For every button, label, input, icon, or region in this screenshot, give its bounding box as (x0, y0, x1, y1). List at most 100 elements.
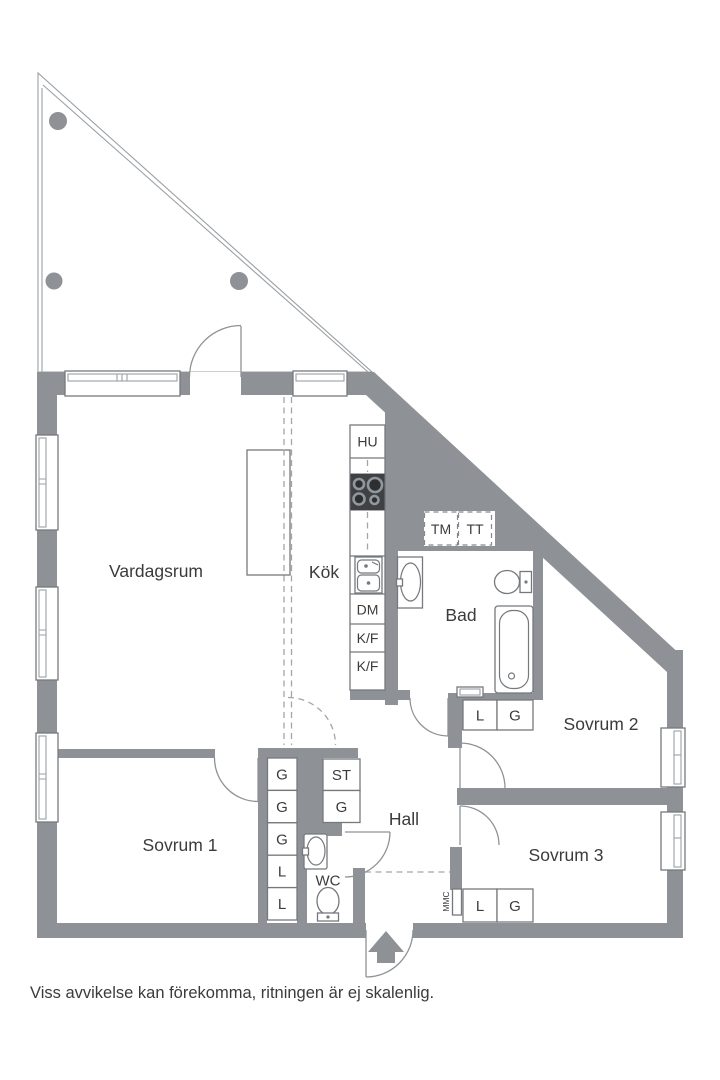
closet-label: L (278, 864, 286, 881)
closet-cell (496, 888, 534, 923)
closet-label: G (276, 766, 288, 783)
fridge-freezer-label: K/F (357, 658, 379, 674)
pillar-icon (49, 112, 67, 130)
closet-cell (496, 699, 534, 731)
entry-door (365, 929, 414, 978)
closet-cell (266, 757, 298, 792)
kitchen-sink-icon (354, 556, 383, 594)
closet-label: G (276, 831, 288, 848)
terrace-border-inner-hypotenuse (42, 84, 369, 373)
pillar-icon (230, 272, 248, 290)
wall-sovrum1-north (57, 749, 215, 758)
room-label-bad: Bad (445, 605, 476, 625)
window (660, 811, 686, 871)
entry-door-opening (366, 923, 413, 938)
washer-label: TM (431, 521, 451, 537)
sovrum1-door-opening (215, 749, 258, 758)
wall-right (667, 650, 683, 938)
window (292, 370, 348, 397)
room-label-kok: Kök (309, 562, 339, 582)
sovrum1-door (213, 757, 259, 803)
wall-bottom (37, 923, 683, 938)
washer-icon (423, 511, 459, 546)
hall-st-closet: ST G (322, 758, 361, 824)
wall-wc-east (353, 868, 365, 923)
wc-fixtures (301, 833, 340, 922)
mmc-label: MMC (441, 891, 451, 911)
closet-cell (322, 789, 361, 824)
wall-diagonal (352, 372, 683, 672)
kitchen-counter (349, 424, 386, 691)
closet-label: G (509, 898, 521, 915)
dryer-icon (457, 511, 493, 546)
room-label-wc: WC (316, 872, 341, 889)
disclaimer-text: Viss avvikelse kan förekomma, ritningen … (30, 984, 435, 1002)
room-label-hall: Hall (389, 809, 419, 829)
window (35, 434, 59, 531)
oven-label: HU (357, 433, 377, 449)
window (660, 727, 686, 788)
interior-walls (57, 551, 669, 923)
wall-closet-sovrum2-west (458, 695, 463, 730)
bathroom-step (456, 686, 484, 698)
sovrum2-closet: L G (462, 699, 534, 731)
room-labels: Vardagsrum Kök Bad Hall Sovrum 1 Sovrum … (109, 561, 638, 889)
closet-label: L (476, 707, 484, 724)
terrace-door (188, 324, 242, 378)
sovrum3-door (459, 805, 500, 846)
closet-label: G (509, 707, 521, 724)
terrace-outline (37, 71, 374, 373)
bathroom-fixtures (395, 556, 534, 698)
wall-corner-mass (366, 395, 540, 551)
closet-label: ST (332, 767, 351, 784)
bathroom-sink-icon (395, 556, 424, 609)
hall-closet-column: G G G L L (266, 757, 298, 921)
wall-bad-south (448, 693, 537, 700)
wc-sink-icon (301, 833, 328, 870)
doors (188, 324, 506, 978)
wall-hall-east-lower (450, 847, 462, 890)
dashed-door-arc (287, 696, 337, 746)
wall-kitchen-bad (385, 551, 398, 705)
closet-cell (462, 699, 498, 731)
dishwasher-label: DM (357, 601, 379, 617)
laundry-niche: TM TT (423, 511, 495, 546)
closet-cell (266, 886, 298, 921)
closet-label: G (336, 799, 348, 816)
bathtub-icon (494, 605, 534, 694)
room-label-vardagsrum: Vardagsrum (109, 561, 203, 581)
wall-shaft (297, 750, 323, 832)
sovrum3-closet: MMC L G (441, 888, 534, 923)
bad-door (409, 697, 449, 737)
mmc-panel (451, 888, 463, 916)
room-label-sovrum2: Sovrum 2 (564, 714, 639, 734)
terrace-border (37, 71, 374, 373)
closet-cell (266, 854, 298, 889)
dryer-label: TT (466, 521, 484, 537)
wall-kitchen-south (350, 690, 410, 700)
wall-sovrum2-sovrum3 (457, 788, 669, 805)
closet-cell (266, 822, 298, 856)
dashed-partition (283, 397, 337, 746)
room-label-sovrum3: Sovrum 3 (529, 845, 604, 865)
fridge-freezer-label: K/F (357, 630, 379, 646)
kitchen-island (246, 449, 291, 576)
closet-label: L (278, 896, 286, 913)
room-label-sovrum1: Sovrum 1 (143, 835, 218, 855)
wc-toilet-icon (316, 886, 340, 922)
window (35, 732, 59, 823)
terrace-door-opening (190, 372, 241, 395)
window (35, 586, 59, 681)
sovrum2-door (459, 742, 506, 789)
entry-arrow-icon (368, 931, 404, 963)
pillar-icon (45, 272, 63, 290)
closet-label: L (476, 898, 484, 915)
wall-closet-west (258, 748, 267, 923)
toilet-icon (493, 569, 533, 595)
wc-door (344, 831, 391, 878)
closet-label: G (276, 799, 288, 816)
windows (35, 370, 686, 871)
appliance-labels: HU DM K/F K/F (357, 433, 379, 674)
wall-bad-east (533, 551, 543, 700)
